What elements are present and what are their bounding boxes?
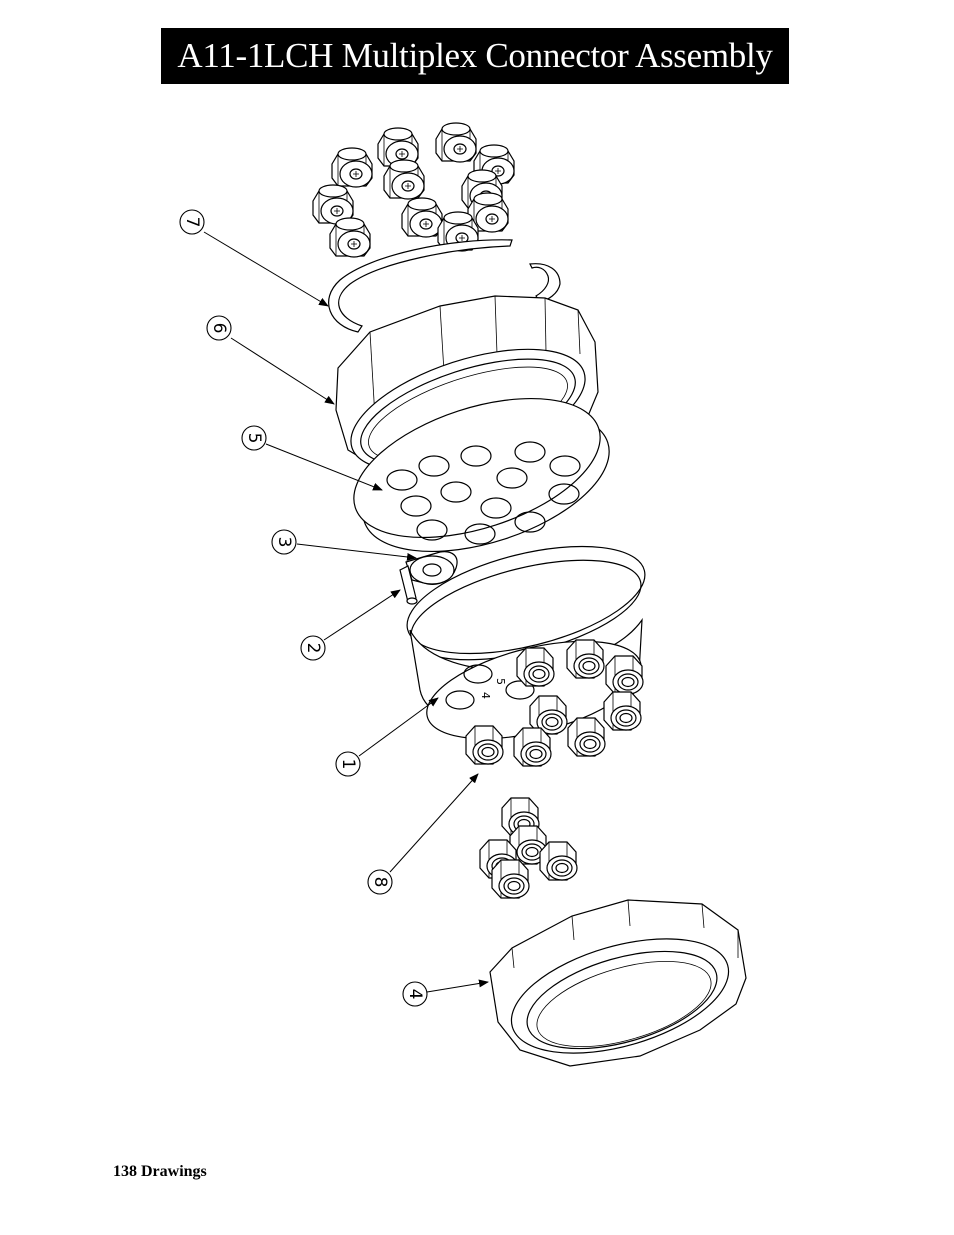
callout-label-6: 6	[209, 323, 229, 334]
page-title: A11-1LCH Multiplex Connector Assembly	[161, 28, 789, 84]
receptacle-body: 5 4	[406, 545, 646, 767]
fitting-cluster-bottom	[479, 797, 578, 899]
callout-7: 7	[179, 209, 205, 235]
callout-2: 2	[300, 635, 326, 661]
locating-pin	[399, 565, 418, 605]
callout-8: 8	[367, 869, 393, 895]
callout-5: 5	[241, 425, 267, 451]
insert-mark-1: 4	[479, 692, 492, 699]
locating-washer	[405, 551, 458, 585]
jam-nut	[489, 899, 747, 1067]
retaining-ring	[328, 239, 561, 333]
callout-label-3: 3	[274, 537, 294, 548]
leader-lines	[203, 231, 489, 993]
callout-6: 6	[206, 315, 232, 341]
callout-label-1: 1	[338, 759, 358, 770]
callout-label-7: 7	[182, 217, 202, 228]
callout-label-8: 8	[370, 877, 390, 888]
callout-1: 1	[335, 751, 361, 777]
callout-label-4: 4	[405, 989, 425, 1000]
callout-4: 4	[402, 981, 428, 1007]
callout-label-5: 5	[244, 433, 264, 444]
insert-mark-0: 5	[494, 678, 507, 685]
fitting-cluster-top	[312, 122, 515, 258]
callout-3: 3	[271, 529, 297, 555]
callout-label-2: 2	[303, 643, 323, 654]
insert-disc	[353, 397, 610, 553]
page-footer: 138 Drawings	[113, 1163, 207, 1180]
